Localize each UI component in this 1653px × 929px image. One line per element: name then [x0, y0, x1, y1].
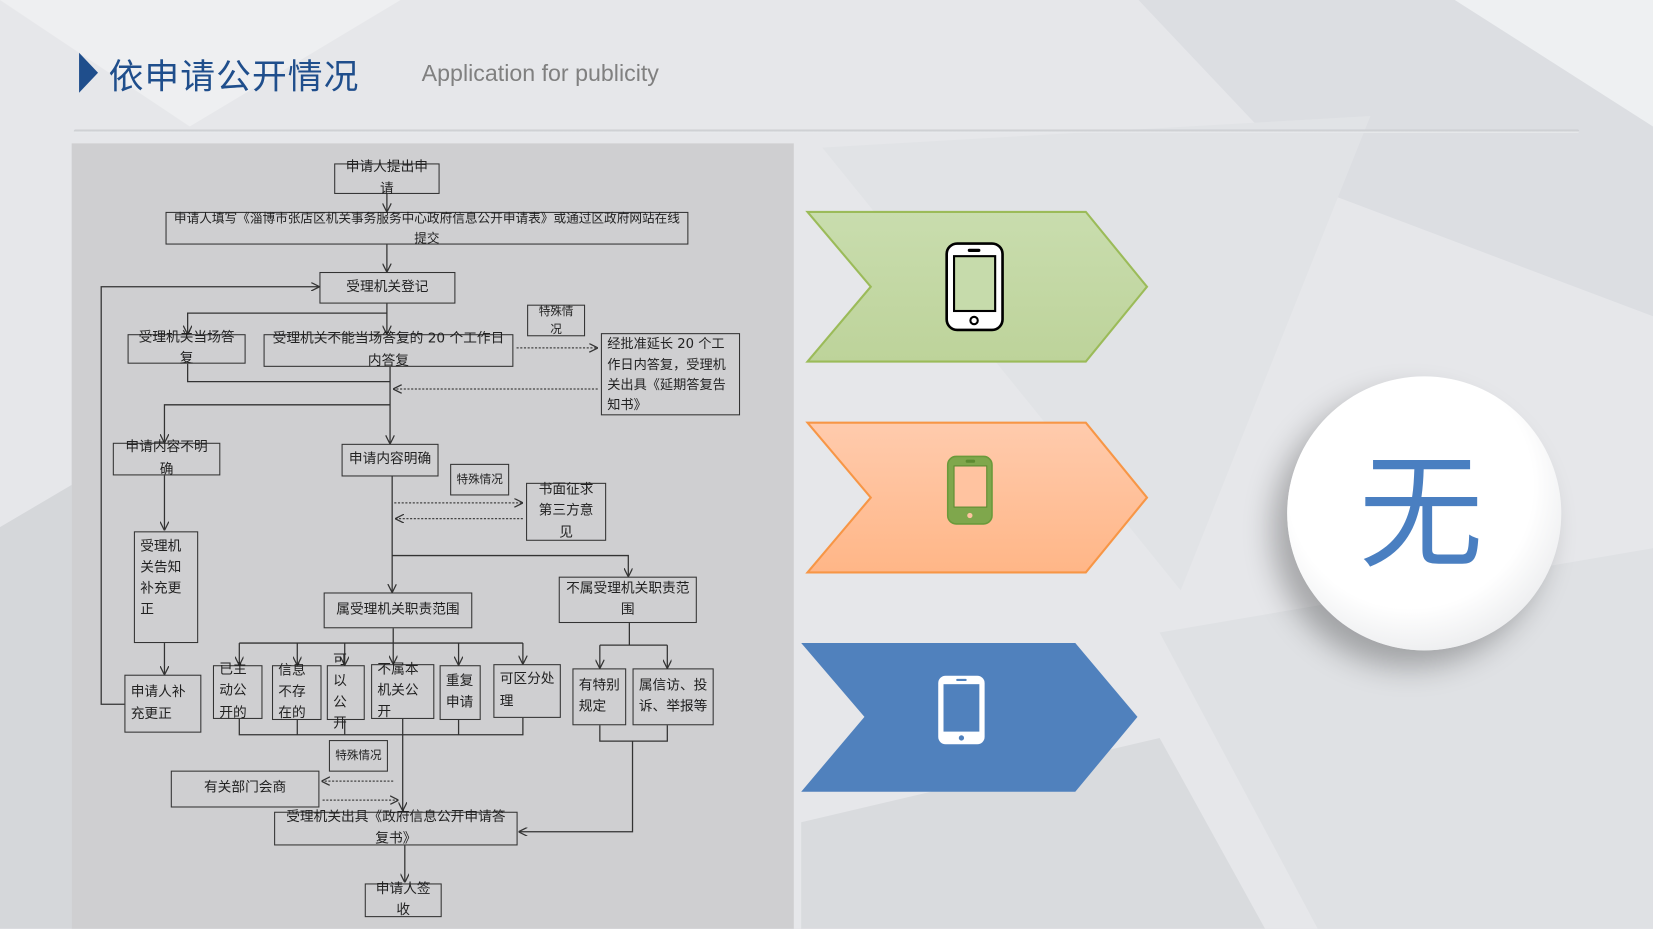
smartphone-icon: [946, 455, 993, 525]
result-text: 无: [1358, 440, 1484, 587]
divider: [73, 129, 1580, 133]
flow-node-unclear: 申请内容不明确: [112, 440, 221, 477]
flow-node-register: 受理机关登记: [319, 271, 456, 304]
flow-node-sign: 申请人签收: [364, 881, 442, 918]
flow-node-submit: 申请人提出申请: [334, 160, 440, 197]
result-circle: 无: [1287, 376, 1562, 651]
flow-node-special-case: 特殊情况: [450, 463, 510, 496]
flow-node-in-scope: 属受理机关职责范围: [323, 592, 473, 629]
flow-node-duplicate: 重复申请: [439, 665, 481, 721]
flow-node-reply-20days: 受理机关不能当场答复的 20 个工作日内答复: [263, 331, 514, 368]
smartphone-icon: [945, 242, 1004, 332]
page-title: 依申请公开情况: [108, 55, 360, 97]
flow-node-consult: 有关部门会商: [170, 770, 320, 808]
page-subtitle: Application for publicity: [421, 60, 659, 87]
flow-node-not-this-agency: 不属本机关公开: [371, 662, 435, 720]
flow-node-already-public: 已主动公开的: [212, 662, 263, 721]
flow-node-not-exist: 信息不存在的: [271, 663, 322, 721]
flow-node-notify-correction: 受理机关告知补充更正: [133, 531, 199, 644]
flow-node-reply-letter: 受理机关出具《政府信息公开申请答复书》: [274, 809, 518, 847]
flow-node-out-of-scope: 不属受理机关职责范围: [558, 576, 697, 624]
flow-node-reply-onsite: 受理机关当场答复: [127, 330, 246, 367]
channel-chevron-blue: [801, 643, 1138, 792]
flow-node-third-party: 书面征求第三方意见: [526, 482, 607, 541]
flow-node-extension: 经批准延长 20 个工作日内答复，受理机关出具《延期答复告知书》: [600, 333, 741, 416]
channel-chevron-green: [805, 210, 1149, 363]
channel-chevron-orange: [805, 421, 1149, 574]
smartphone-icon: [938, 675, 985, 745]
flow-node-fill-form: 申请人填写《淄博市张店区机关事务服务中心政府信息公开申请表》或通过区政府网站在线…: [165, 211, 689, 245]
flow-node-applicant-correction: 申请人补充更正: [124, 674, 202, 733]
flow-node-special-case: 特殊情况: [527, 305, 586, 337]
flow-node-special-rules: 有特别规定: [572, 668, 627, 726]
flow-node-special-case: 特殊情况: [328, 740, 388, 772]
title-marker-icon: [79, 52, 99, 93]
flow-node-clear: 申请内容明确: [341, 443, 439, 477]
flow-node-petition: 属信访、投诉、举报等: [632, 668, 714, 726]
flow-node-partial: 可区分处理: [493, 664, 561, 718]
